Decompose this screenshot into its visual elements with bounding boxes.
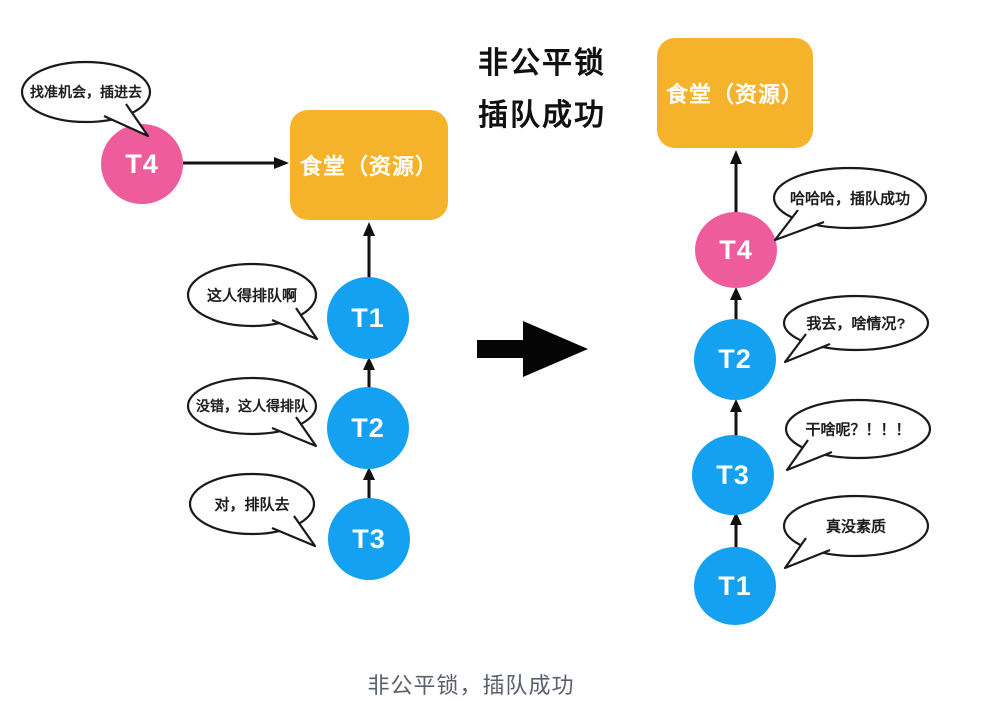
diagram-title-line1: 非公平锁 [478, 47, 606, 80]
left-thread-t3-label: T3 [352, 523, 386, 554]
right-thread-t1: T1 [694, 547, 776, 625]
speech-bubble-t4-left: 找准机会，插进去 [20, 60, 152, 138]
speech-bubble-t2-left: 没错，这人得排队 [186, 376, 318, 448]
right-thread-t1-label: T1 [718, 570, 752, 601]
arrow-right-icon [183, 157, 289, 169]
speech-bubble-text: 找准机会，插进去 [30, 84, 142, 100]
left-resource-box: 食堂（资源） [290, 110, 448, 220]
arrow-up-icon [730, 399, 742, 436]
speech-bubble-t3-left: 对，排队去 [188, 472, 316, 548]
speech-bubble-icon [782, 294, 930, 364]
left-resource-label: 食堂（资源） [299, 154, 438, 179]
arrow-up-icon [730, 150, 742, 213]
left-thread-t2-label: T2 [351, 412, 385, 443]
diagram-title: 非公平锁 插队成功 [478, 38, 606, 142]
speech-bubble-icon [188, 472, 316, 548]
speech-bubble-icon [784, 398, 932, 472]
right-thread-t4-label: T4 [719, 234, 753, 265]
right-resource-label: 食堂（资源） [665, 82, 804, 107]
arrow-up-icon [730, 512, 742, 548]
speech-bubble-icon [20, 60, 152, 138]
speech-bubble-icon [186, 262, 318, 341]
right-thread-t2-label: T2 [718, 344, 752, 374]
arrow-up-icon [363, 357, 375, 389]
speech-bubble-icon [782, 494, 930, 570]
right-resource-box: 食堂（资源） [657, 38, 813, 148]
right-thread-t2: T2 [694, 319, 776, 400]
speech-bubble-text: 对，排队去 [214, 496, 290, 514]
speech-bubble-icon [772, 166, 928, 242]
speech-bubble-icon [186, 376, 318, 448]
diagram-title-line2: 插队成功 [478, 99, 606, 132]
right-thread-t4: T4 [695, 212, 777, 288]
left-thread-t4-label: T4 [125, 148, 159, 179]
right-thread-t3: T3 [692, 435, 774, 515]
speech-bubble-text: 哈哈哈，插队成功 [789, 190, 910, 208]
speech-bubble-t1-right: 真没素质 [782, 494, 930, 570]
arrow-up-icon [363, 222, 375, 282]
bottom-caption: 非公平锁，插队成功 [367, 673, 575, 698]
speech-bubble-text: 真没素质 [825, 518, 886, 536]
speech-bubble-text: 这人得排队啊 [206, 287, 297, 305]
right-thread-t3-label: T3 [716, 459, 750, 490]
left-thread-t3: T3 [328, 498, 410, 580]
speech-bubble-t2-right: 我去，啥情况? [782, 294, 930, 364]
left-thread-t2: T2 [327, 387, 409, 469]
speech-bubble-t3-right: 干啥呢？！！！ [784, 398, 932, 472]
big-transform-arrow-icon [477, 321, 588, 377]
left-thread-t1-label: T1 [351, 302, 385, 333]
left-thread-t1: T1 [327, 277, 409, 359]
arrow-up-icon [730, 287, 742, 320]
speech-bubble-t4-right: 哈哈哈，插队成功 [772, 166, 928, 242]
speech-bubble-text: 没错，这人得排队 [196, 398, 308, 414]
speech-bubble-text: 干啥呢？！！！ [805, 421, 911, 439]
speech-bubble-text: 我去，啥情况? [806, 315, 906, 333]
speech-bubble-t1-left: 这人得排队啊 [186, 262, 318, 342]
arrow-up-icon [363, 467, 375, 500]
left-thread-t4: T4 [101, 124, 183, 204]
